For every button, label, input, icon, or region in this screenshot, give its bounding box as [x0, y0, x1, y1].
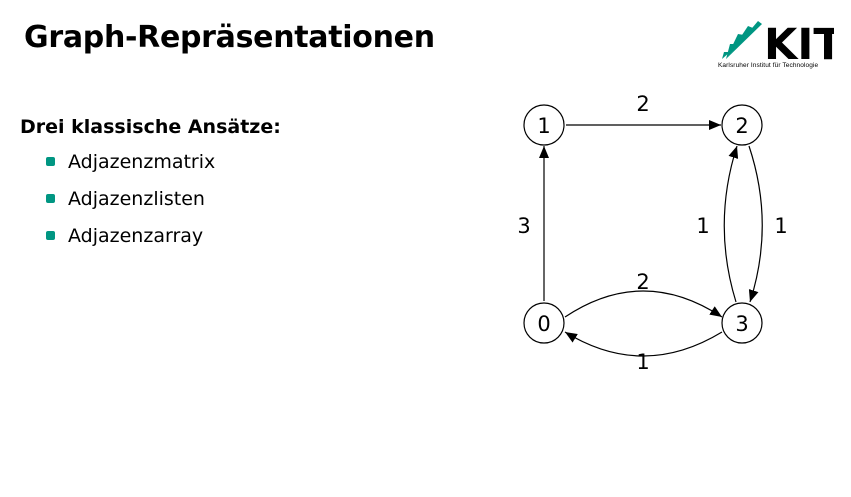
- edge-weight-1-2: 2: [636, 92, 649, 116]
- list-item-label: Adjazenzlisten: [68, 188, 205, 210]
- edge-weight-2-3: 1: [774, 214, 787, 238]
- kit-caption: Karlsruher Institut für Technologie: [718, 62, 819, 69]
- edge-weight-3-2: 1: [696, 214, 709, 238]
- edge-3-0: [564, 331, 723, 357]
- node-label: 0: [537, 312, 550, 336]
- kit-wordmark: KIT: [764, 20, 834, 62]
- kit-logo: KIT Karlsruher Institut für Technologie: [718, 18, 834, 78]
- node-label: 3: [735, 312, 748, 336]
- edge-2-3: [748, 145, 763, 303]
- logo-ray-5: [722, 52, 730, 59]
- edge-3-2: [723, 145, 739, 303]
- list-item-label: Adjazenzmatrix: [68, 151, 216, 173]
- bullet-icon: [46, 157, 55, 166]
- edge-weight-3-0: 1: [636, 350, 649, 374]
- logo-ray-3: [726, 34, 744, 59]
- logo-ray-2: [726, 26, 753, 59]
- list-item: Adjazenzmatrix: [46, 150, 215, 187]
- kit-logo-icon: KIT: [722, 20, 834, 62]
- section-heading: Drei klassische Ansätze:: [20, 116, 281, 138]
- slide-title: Graph-Repräsentationen: [24, 20, 435, 55]
- graph-node-3: 3: [721, 302, 763, 344]
- logo-ray-4: [726, 44, 736, 59]
- list-item-label: Adjazenzarray: [68, 225, 204, 247]
- list-item: Adjazenzarray: [46, 224, 215, 261]
- list-item: Adjazenzlisten: [46, 187, 215, 224]
- kit-logo-rays: [722, 21, 762, 59]
- node-label: 1: [537, 114, 550, 138]
- node-label: 2: [735, 114, 748, 138]
- edge-0-3: [564, 290, 723, 318]
- graph-node-1: 1: [523, 104, 565, 146]
- edge-weight-0-1: 3: [517, 214, 530, 238]
- bullet-list: Adjazenzmatrix Adjazenzlisten Adjazenzar…: [46, 150, 215, 261]
- logo-ray-1: [726, 21, 762, 59]
- bullet-icon: [46, 231, 55, 240]
- edge-weight-0-3: 2: [636, 270, 649, 294]
- graph-node-0: 0: [523, 302, 565, 344]
- bullet-icon: [46, 194, 55, 203]
- graph-node-2: 2: [721, 104, 763, 146]
